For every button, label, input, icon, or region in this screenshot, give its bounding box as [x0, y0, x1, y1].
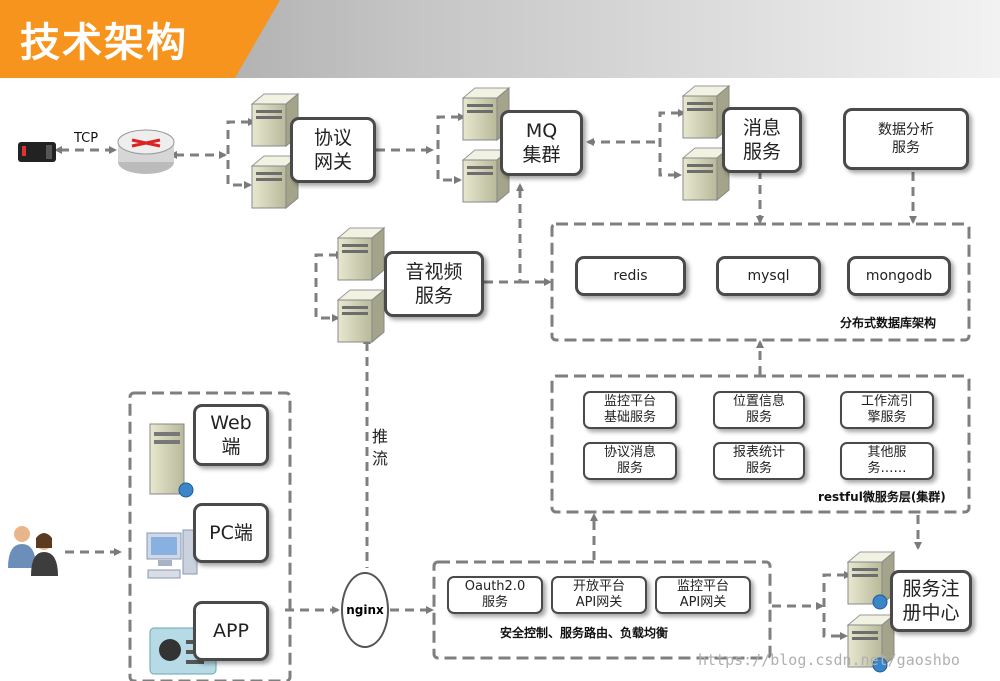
server-icon	[336, 226, 386, 282]
microservice-report: 报表统计服务	[713, 442, 805, 480]
server-icon	[846, 550, 896, 610]
redis-box: redis	[575, 256, 686, 296]
microservice-layer-label: restful微服务层(集群)	[818, 490, 946, 504]
watermark: https://blog.csdn.net/gaoshbo	[698, 651, 960, 669]
microservice-monitor-base: 监控平台基础服务	[583, 391, 677, 429]
router-icon	[117, 129, 175, 174]
tcp-label: TCP	[74, 131, 99, 146]
nginx-node: nginx	[341, 572, 389, 648]
server-icon	[461, 86, 511, 142]
av-service-box: 音视频服务	[384, 251, 484, 317]
gateway-label: 安全控制、服务路由、负载均衡	[500, 626, 669, 640]
mongodb-box: mongodb	[847, 256, 951, 296]
server-icon	[250, 154, 300, 210]
title-tab	[0, 0, 280, 78]
web-server-icon	[149, 423, 194, 498]
data-analysis-box: 数据分析服务	[843, 108, 969, 170]
registry-box: 服务注册中心	[890, 570, 972, 632]
client-app-box: APP	[193, 601, 269, 661]
message-service-box: 消息服务	[722, 107, 802, 173]
terminal-device-icon	[18, 142, 56, 162]
microservice-other: 其他服务……	[840, 442, 934, 480]
push-stream-label: 推流	[372, 427, 389, 468]
mysql-box: mysql	[716, 256, 821, 296]
page-title: 技术架构	[20, 20, 188, 66]
server-icon	[336, 288, 386, 344]
db-arch-label: 分布式数据库架构	[840, 316, 937, 330]
microservice-workflow: 工作流引擎服务	[840, 391, 934, 429]
users-icon	[8, 526, 58, 576]
microservice-location: 位置信息服务	[713, 391, 805, 429]
protocol-gateway-box: 协议网关	[290, 117, 376, 183]
client-pc-box: PC端	[193, 503, 269, 563]
pc-icon	[146, 529, 198, 579]
microservice-protocol-message: 协议消息服务	[583, 442, 677, 480]
